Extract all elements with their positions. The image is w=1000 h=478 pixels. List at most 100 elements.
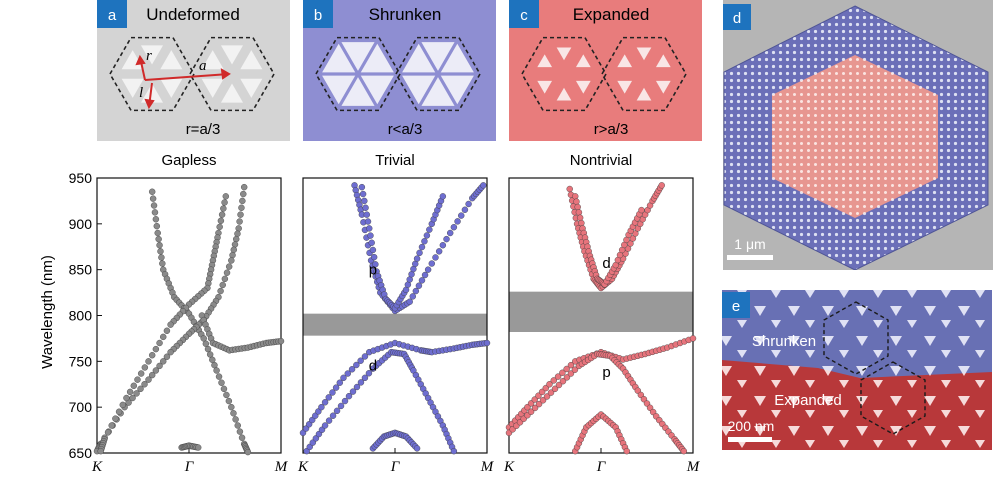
band-series xyxy=(148,188,252,456)
triangular-hole xyxy=(201,50,224,70)
arrowhead-r-icon xyxy=(135,54,146,66)
band-point xyxy=(206,351,214,358)
panel-a-unit-cells xyxy=(109,36,275,112)
band-point xyxy=(359,190,367,198)
triangular-hole xyxy=(537,54,553,68)
band-point xyxy=(223,391,230,399)
band-point xyxy=(156,242,163,249)
band-point xyxy=(233,235,240,243)
band-point xyxy=(365,370,373,377)
band-point xyxy=(155,235,162,243)
panel-d-badge xyxy=(723,4,751,30)
band-point xyxy=(574,203,581,211)
band-point xyxy=(689,335,697,342)
band-point xyxy=(333,407,341,415)
band-point xyxy=(571,366,579,373)
band-point xyxy=(336,379,343,386)
band-point xyxy=(576,214,584,221)
band-point xyxy=(151,209,159,216)
band-point xyxy=(234,422,241,429)
band-point xyxy=(150,202,158,209)
band-point xyxy=(235,225,242,232)
triangular-hole-group xyxy=(121,45,183,103)
band-point xyxy=(454,218,461,225)
panel-a-vectors xyxy=(135,54,231,110)
x-tick-label: K xyxy=(503,459,515,475)
plot-title: Gapless xyxy=(161,152,216,169)
triangular-hole xyxy=(220,45,244,65)
band-point xyxy=(483,339,491,347)
band-point xyxy=(361,197,368,205)
band-point xyxy=(337,402,345,410)
triangular-hole xyxy=(636,47,652,61)
band-point xyxy=(160,358,167,365)
triangular-hole xyxy=(360,43,394,73)
band-point xyxy=(130,382,138,389)
band-series xyxy=(566,182,665,292)
bandgap-region xyxy=(303,313,487,336)
band-point xyxy=(236,218,243,225)
panel-d-scalebar-label: 1 μm xyxy=(734,236,765,252)
band-point xyxy=(154,229,161,237)
triangular-hole xyxy=(421,42,455,71)
band-point xyxy=(141,381,148,388)
panel-c: c Expanded r>a/3 xyxy=(509,0,702,141)
band-point xyxy=(418,243,426,251)
band-point xyxy=(550,377,557,384)
band-point xyxy=(133,390,140,397)
band-point xyxy=(213,367,220,374)
band-point xyxy=(217,287,224,295)
triangular-hole-group xyxy=(537,47,591,101)
band-point xyxy=(325,417,333,424)
band-point xyxy=(218,379,225,386)
band-point xyxy=(578,219,585,227)
unit-cell-hexagon-outline xyxy=(315,36,401,112)
band-point xyxy=(232,416,239,423)
panel-d-letter: d xyxy=(733,10,741,27)
band-point xyxy=(112,415,119,422)
triangular-hole xyxy=(240,50,263,70)
unit-cell-hexagon-outline xyxy=(189,36,275,112)
band-point xyxy=(348,366,356,373)
band-point xyxy=(217,217,225,224)
band-point xyxy=(126,388,134,396)
band-point xyxy=(421,238,428,245)
band-series xyxy=(299,339,491,437)
panel-c-background xyxy=(509,0,702,141)
triangular-hole xyxy=(121,78,144,98)
band-point xyxy=(194,444,202,451)
band-point xyxy=(480,182,487,189)
band-point xyxy=(413,445,421,452)
band-point xyxy=(204,345,212,353)
band-point xyxy=(216,223,223,231)
panel-b: b Shrunken r<a/3 xyxy=(303,0,496,141)
band-point xyxy=(357,357,364,364)
band-point xyxy=(349,388,357,395)
panel-a-title: Undeformed xyxy=(146,5,240,24)
triangular-hole xyxy=(636,87,652,101)
panel-d: d 1 μm xyxy=(723,0,993,270)
band-point xyxy=(458,212,465,219)
panel-c-letter: c xyxy=(520,7,528,24)
y-axis-label: Wavelength (nm) xyxy=(39,255,56,369)
band-point xyxy=(160,333,167,341)
triangular-hole xyxy=(402,43,436,73)
band-label: p xyxy=(369,261,377,278)
band-point xyxy=(409,293,416,300)
band-point xyxy=(435,248,443,255)
band-point xyxy=(329,412,337,419)
panel-e-scalebar-label: 200 nm xyxy=(728,418,775,434)
panel-c-badge xyxy=(509,0,539,28)
panel-c-title: Expanded xyxy=(573,5,650,24)
band-point xyxy=(329,389,336,396)
band-point xyxy=(341,397,349,405)
band-point xyxy=(412,287,420,295)
band-point xyxy=(369,246,377,254)
band-point xyxy=(152,345,160,353)
panel-e: e Shrunken Expanded 200 nm xyxy=(722,290,992,450)
triangular-hole xyxy=(655,80,671,94)
band-point xyxy=(229,251,236,259)
band-point xyxy=(230,410,237,417)
